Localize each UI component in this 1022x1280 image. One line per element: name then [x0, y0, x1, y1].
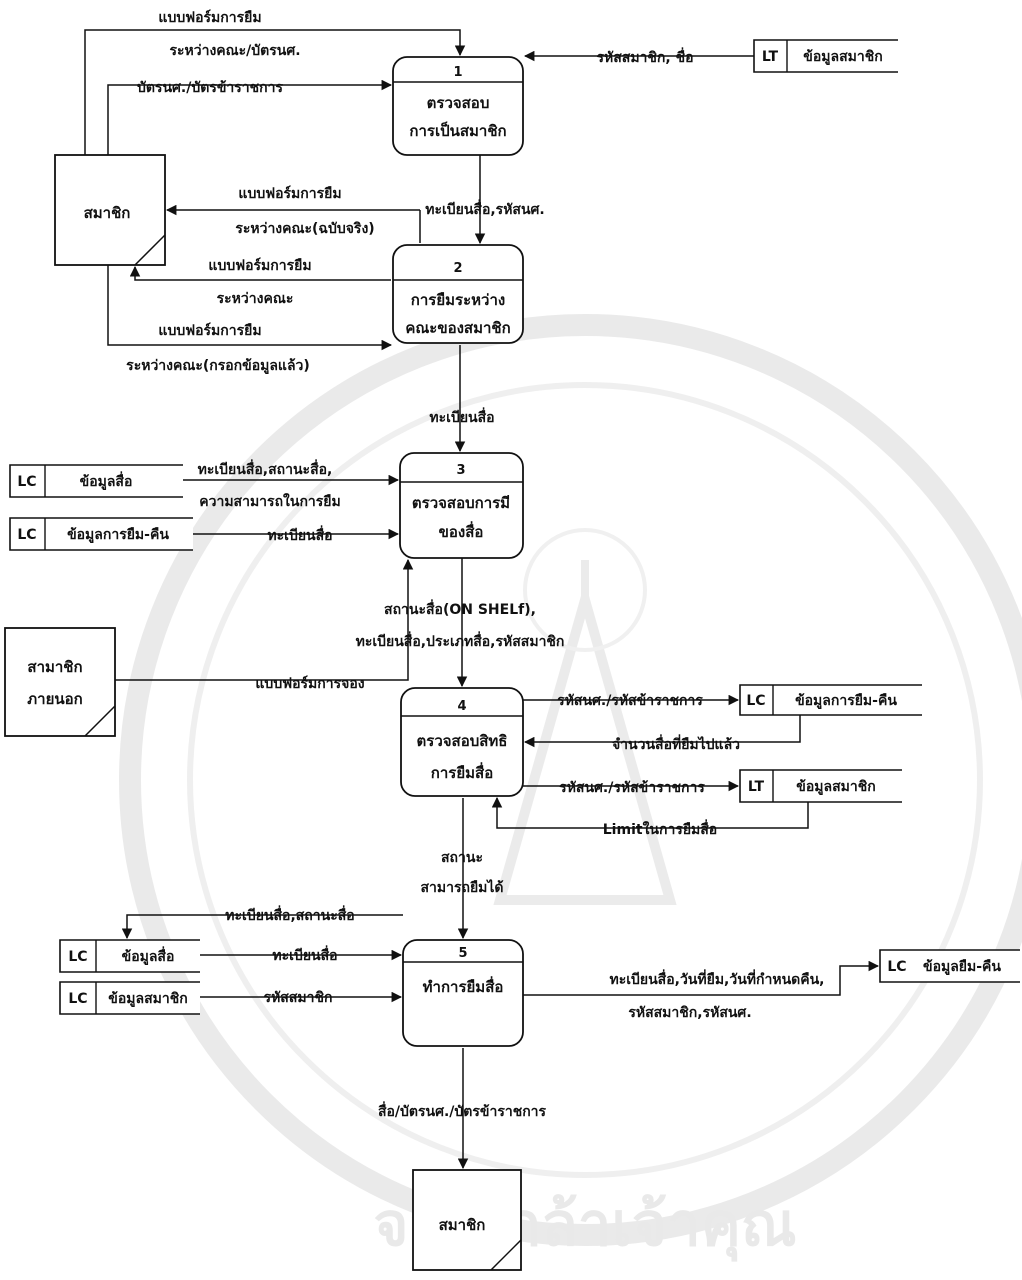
entity-member-bottom: สมาชิก [412, 1169, 522, 1271]
flow-label: สถานะสื่อ(ON SHELf), [384, 599, 536, 618]
process-1-number: 1 [453, 65, 462, 80]
store-code: LC [17, 527, 36, 543]
store-code: LC [68, 991, 87, 1007]
flow-label: ระหว่างคณะ/บัตรนศ. [169, 43, 300, 59]
flow-label: ทะเบียนสื่อ,สถานะสื่อ [225, 905, 354, 924]
process-1-title-line2: การเป็นสมาชิก [409, 121, 506, 140]
store-code: LC [746, 693, 765, 709]
flow-label: รหัสสมาชิก [264, 990, 333, 1006]
process-4-number: 4 [457, 699, 466, 714]
flow-label: ทะเบียนสื่อ [267, 525, 332, 544]
entity-outsider-line2: ภายนอก [27, 690, 82, 708]
flow-label: ทะเบียนสื่อ,ประเภทสื่อ,รหัสสมาชิก [356, 631, 565, 650]
flow-label: แบบฟอร์มการยืม [208, 257, 311, 274]
store-name: ข้อมูลสมาชิก [796, 779, 875, 795]
entity-member-bottom-label: สมาชิก [439, 1216, 486, 1234]
flow-label: สามารถยืมได้ [420, 878, 503, 896]
process-2-title-line1: การยืมระหว่าง [411, 291, 505, 309]
flow-label: ระหว่างคณะ(กรอกข้อมูลแล้ว) [126, 358, 310, 374]
store-code: LC [887, 959, 906, 975]
flow-label: ทะเบียนสื่อ,วันที่ยืม,วันที่กำหนดคืน, [609, 969, 824, 988]
flow-label: รหัสนศ./รหัสข้าราชการ [559, 780, 705, 796]
store-lt-member-right: LT ข้อมูลสมาชิก [739, 769, 902, 803]
store-code: LT [762, 49, 779, 65]
process-3-title-line1: ตรวจสอบการมี [412, 494, 510, 512]
flow-label: แบบฟอร์มการยืม [158, 9, 261, 26]
store-name: ข้อมูลสื่อ [122, 946, 175, 965]
store-lc-borrow-return: LC ข้อมูลยืม-คืน [879, 949, 1020, 983]
store-name: ข้อมูลการยืม-คืน [795, 693, 897, 709]
flow-label: รหัสสมาชิก,รหัสนศ. [628, 1005, 751, 1021]
flow-label: รหัสนศ./รหัสข้าราชการ [557, 693, 703, 709]
store-name: ข้อมูลสื่อ [80, 471, 133, 490]
flow-label: ทะเบียนสื่อ,สถานะสื่อ, [198, 459, 333, 478]
process-4-title-line2: การยืมสื่อ [431, 762, 493, 782]
process-2-title-line2: คณะของสมาชิก [405, 319, 510, 337]
entity-member-top-label: สมาชิก [84, 204, 131, 222]
flow-label: สื่อ/บัตรนศ./บัตรข้าราชการ [378, 1101, 547, 1120]
flow-label: บัตรนศ./บัตรข้าราชการ [137, 80, 284, 96]
flow-label: แบบฟอร์มการยืม [238, 185, 341, 202]
process-3-number: 3 [456, 463, 465, 478]
process-2: 2 การยืมระหว่าง คณะของสมาชิก [392, 244, 524, 344]
entity-member-top: สมาชิก [54, 154, 166, 266]
process-3: 3 ตรวจสอบการมี ของสื่อ [399, 452, 524, 559]
process-5-number: 5 [458, 946, 467, 961]
flow-label: แบบฟอร์มการยืม [158, 322, 261, 339]
flow-label: แบบฟอร์มการจอง [255, 675, 364, 692]
store-code: LT [748, 779, 765, 795]
process-5-title-line1: ทำการยืมสื่อ [423, 976, 504, 996]
store-lc-borrow-right: LC ข้อมูลการยืม-คืน [739, 684, 922, 716]
flow-label: รหัสสมาชิก, ชื่อ [596, 47, 693, 66]
process-4: 4 ตรวจสอบสิทธิ การยืมสื่อ [400, 687, 524, 797]
process-4-title-line1: ตรวจสอบสิทธิ [417, 732, 508, 750]
flow-lines [84, 29, 880, 1170]
process-5: 5 ทำการยืมสื่อ [402, 939, 524, 1047]
store-lc-media-bottom: LC ข้อมูลสื่อ [59, 939, 200, 973]
store-name: ข้อมูลสมาชิก [108, 991, 187, 1007]
flow-label: ระหว่างคณะ [217, 291, 294, 307]
process-1: 1 ตรวจสอบ การเป็นสมาชิก [392, 56, 524, 156]
flow-label: ความสามารถในการยืม [199, 492, 341, 510]
flow-labels: แบบฟอร์มการยืม ระหว่างคณะ/บัตรนศ. บัตรนศ… [126, 9, 824, 1120]
store-lc-member-bottom: LC ข้อมูลสมาชิก [59, 981, 200, 1015]
store-lc-borrow-left: LC ข้อมูลการยืม-คืน [9, 517, 193, 551]
store-lc-media-top: LC ข้อมูลสื่อ [9, 464, 183, 498]
store-code: LC [17, 474, 36, 490]
flow-label: ทะเบียนสื่อ [429, 407, 494, 426]
process-3-title-line2: ของสื่อ [439, 521, 484, 541]
entity-outsider: สามาชิก ภายนอก [4, 627, 116, 737]
flow-label: ทะเบียนสื่อ [272, 945, 337, 964]
flow-label: ทะเบียนสื่อ,รหัสนศ. [425, 199, 545, 218]
process-1-title-line1: ตรวจสอบ [427, 94, 490, 112]
store-name: ข้อมูลยืม-คืน [923, 959, 1001, 975]
store-code: LC [68, 949, 87, 965]
flow-label: ระหว่างคณะ(ฉบับจริง) [235, 221, 374, 237]
store-lt-member-top: LT ข้อมูลสมาชิก [753, 39, 898, 73]
flow-label: Limitในการยืมสื่อ [603, 819, 717, 838]
flow-label: จำนวนสื่อที่ยืมไปแล้ว [612, 734, 740, 753]
flow-label: สถานะ [441, 850, 483, 866]
store-name: ข้อมูลสมาชิก [803, 49, 882, 65]
process-2-number: 2 [453, 261, 462, 276]
store-name: ข้อมูลการยืม-คืน [67, 527, 169, 543]
entity-outsider-line1: สามาชิก [27, 658, 82, 676]
